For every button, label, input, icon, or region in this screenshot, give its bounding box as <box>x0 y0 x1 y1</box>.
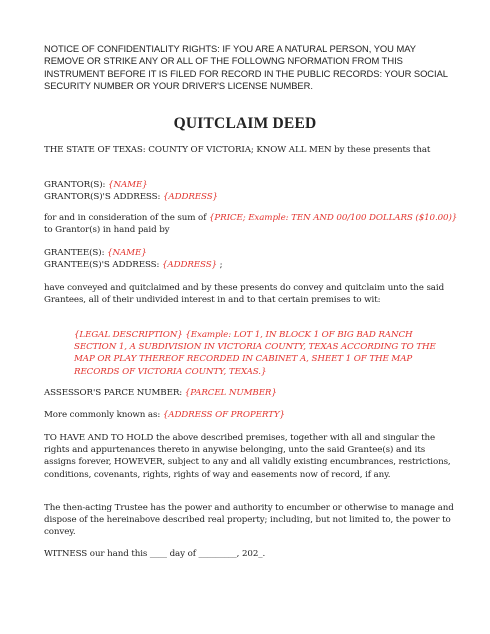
grantee-address-placeholder: {ADDRESS} <box>162 260 217 271</box>
grantee-address-suffix: ; <box>217 260 223 271</box>
grantor-address-placeholder: {ADDRESS} <box>162 192 218 203</box>
property-address-placeholder: {ADDRESS OF PROPERTY} <box>162 410 285 420</box>
grantee-address-label: GRANTEE(S)'S ADDRESS: <box>44 260 162 271</box>
known-as-label: More commonly known as: <box>44 410 163 420</box>
state-line: THE STATE OF TEXAS: COUNTY OF VICTORIA; … <box>44 145 431 155</box>
grantor-name-placeholder: {NAME} <box>108 180 148 190</box>
grantee-block: GRANTEE(S): {NAME} GRANTEE(S)'S ADDRESS:… <box>44 247 458 271</box>
grantor-address-label: GRANTOR(S)'S ADDRESS: <box>44 192 163 203</box>
trustee-paragraph: The then-acting Trustee has the power an… <box>44 503 454 538</box>
grantor-block: GRANTOR(S): {NAME} GRANTOR(S)'S ADDRESS:… <box>44 179 458 203</box>
parcel-placeholder: {PARCEL NUMBER} <box>184 388 277 398</box>
parcel-label: ASSESSOR'S PARCE NUMBER: <box>44 388 185 398</box>
consideration-paragraph: for and in consideration of the sum of {… <box>44 212 458 236</box>
witness-line: WITNESS our hand this ____ day of ______… <box>44 549 266 559</box>
consideration-before: for and in consideration of the sum of <box>44 213 209 223</box>
price-placeholder: {PRICE; Example: TEN AND 00/100 DOLLARS … <box>208 213 458 223</box>
known-as-line: More commonly known as: {ADDRESS OF PROP… <box>44 409 458 421</box>
habendum-paragraph: TO HAVE AND TO HOLD the above described … <box>44 433 451 480</box>
grantee-name-placeholder: {NAME} <box>107 248 147 258</box>
legal-description-placeholder: {LEGAL DESCRIPTION} {Example: LOT 1, IN … <box>74 330 436 377</box>
grantor-label: GRANTOR(S): <box>44 180 109 190</box>
consideration-after: to Grantor(s) in hand paid by <box>44 225 170 236</box>
conveyance-paragraph: have conveyed and quitclaimed and by the… <box>44 283 445 306</box>
document-title: QUITCLAIM DEED <box>173 115 317 132</box>
confidentiality-notice: NOTICE OF CONFIDENTIALITY RIGHTS: IF YOU… <box>44 43 448 91</box>
grantee-label: GRANTEE(S): <box>44 248 108 258</box>
parcel-line: ASSESSOR'S PARCE NUMBER: {PARCEL NUMBER} <box>44 387 458 399</box>
